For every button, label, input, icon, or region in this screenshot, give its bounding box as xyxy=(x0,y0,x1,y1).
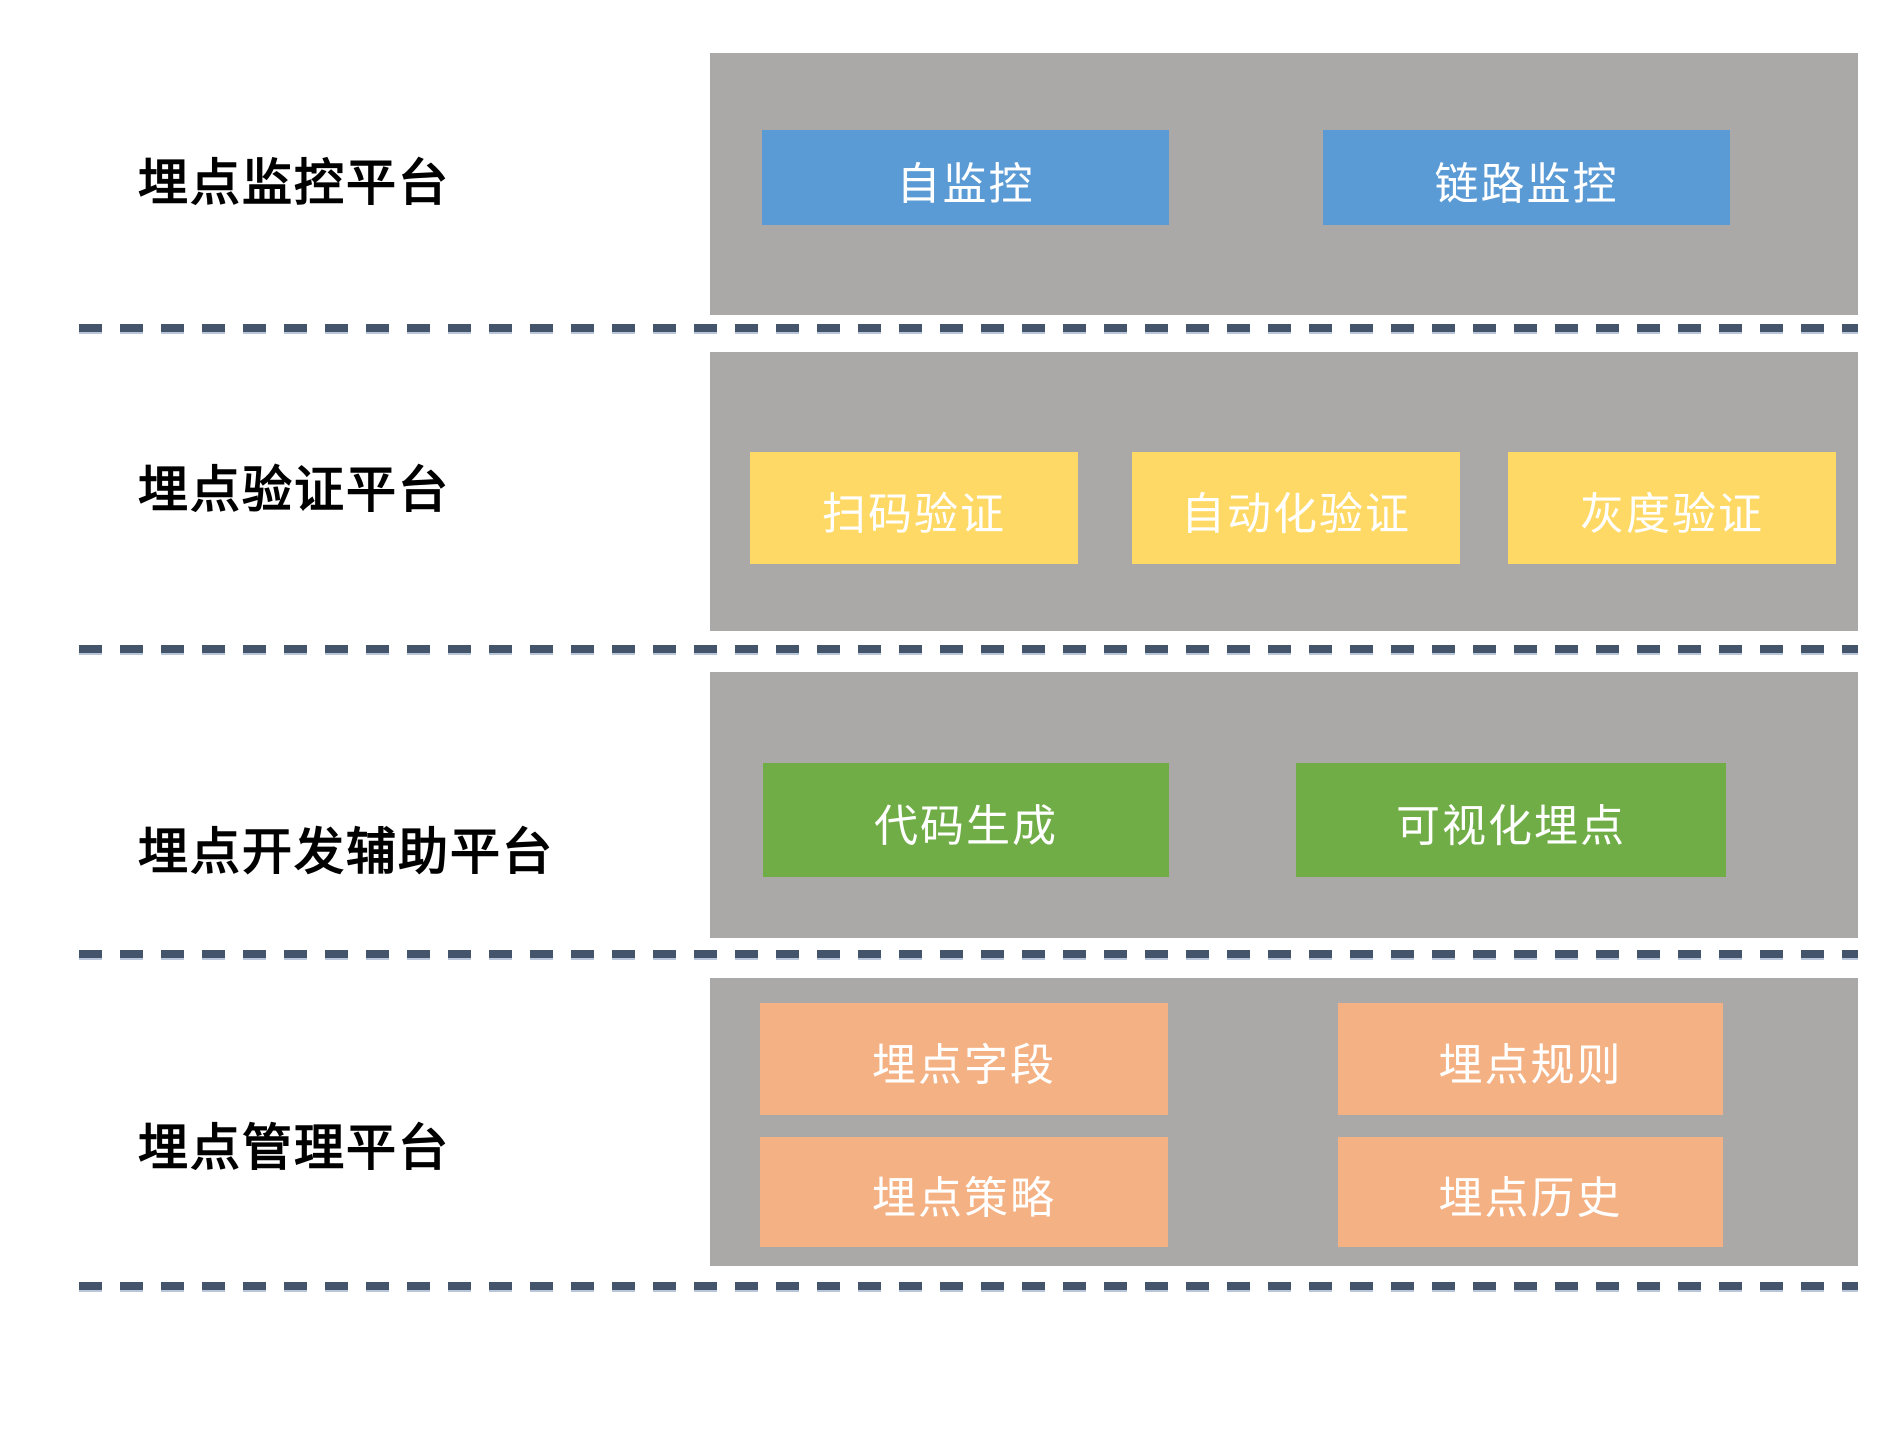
row-label-management-platform: 埋点管理平台 xyxy=(138,1120,450,1176)
node-tracking-strategy: 埋点策略 xyxy=(760,1137,1168,1247)
node-self-monitoring: 自监控 xyxy=(762,130,1169,225)
node-gray-release-verification: 灰度验证 xyxy=(1508,452,1836,564)
panel-verification-platform: 扫码验证 自动化验证 灰度验证 xyxy=(710,352,1858,631)
node-link-monitoring: 链路监控 xyxy=(1323,130,1730,225)
divider-dashed-line-3 xyxy=(79,950,1858,960)
divider-dashed-line-2 xyxy=(79,645,1858,655)
row-label-monitoring-platform: 埋点监控平台 xyxy=(138,155,450,211)
panel-monitoring-platform: 自监控 链路监控 xyxy=(710,53,1858,315)
node-visual-tracking: 可视化埋点 xyxy=(1296,763,1726,877)
node-scan-code-verification: 扫码验证 xyxy=(750,452,1078,564)
panel-management-platform: 埋点字段 埋点规则 埋点策略 埋点历史 xyxy=(710,978,1858,1266)
divider-dashed-line-1 xyxy=(79,324,1858,334)
row-label-dev-assist-platform: 埋点开发辅助平台 xyxy=(138,824,554,880)
node-tracking-history: 埋点历史 xyxy=(1338,1137,1723,1247)
node-tracking-fields: 埋点字段 xyxy=(760,1003,1168,1115)
row-label-verification-platform: 埋点验证平台 xyxy=(138,462,450,518)
node-automated-verification: 自动化验证 xyxy=(1132,452,1460,564)
panel-dev-assist-platform: 代码生成 可视化埋点 xyxy=(710,672,1858,938)
divider-dashed-line-4 xyxy=(79,1282,1858,1292)
node-code-generation: 代码生成 xyxy=(763,763,1169,877)
node-tracking-rules: 埋点规则 xyxy=(1338,1003,1723,1115)
